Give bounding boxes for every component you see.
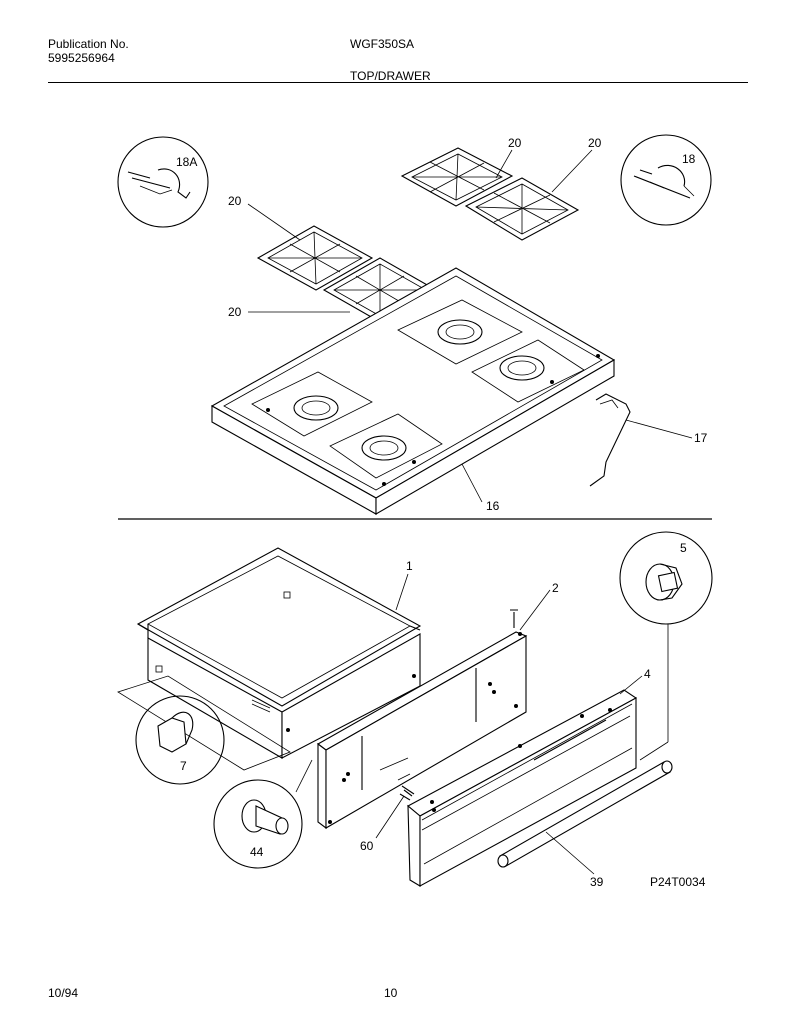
drawer-1: 1 — [136, 547, 422, 759]
drawer-runner — [117, 675, 291, 771]
slide-rail — [379, 757, 411, 781]
drawer-front-4: 4 — [407, 667, 651, 887]
callout-7: 7 — [180, 759, 187, 773]
inset-18: 18 — [620, 134, 712, 226]
callout-20-d: 20 — [228, 305, 242, 319]
inner-panel-2: 2 — [316, 581, 559, 830]
inset-18a: 18A — [117, 136, 209, 228]
model-number: WGF350SA — [350, 37, 415, 51]
inset-44: 44 — [213, 759, 313, 869]
callout-4: 4 — [644, 667, 651, 681]
callout-1: 1 — [406, 559, 413, 573]
header-rule — [48, 82, 748, 83]
callout-20-b: 20 — [588, 136, 602, 150]
callout-18: 18 — [682, 152, 696, 166]
screw-60: 60 — [360, 785, 415, 853]
callout-18a: 18A — [176, 155, 197, 169]
inset-7: 7 — [135, 695, 225, 785]
callout-44: 44 — [250, 845, 264, 859]
callout-17: 17 — [694, 431, 708, 445]
publication-number: 5995256964 — [48, 51, 115, 65]
diagram-code: P24T0034 — [650, 875, 706, 889]
grates-right: 20 20 — [400, 136, 602, 241]
handle-39: 39 — [497, 760, 673, 889]
callout-2: 2 — [552, 581, 559, 595]
inset-5: 5 — [619, 531, 713, 761]
callout-20-c: 20 — [228, 194, 242, 208]
footer-date: 10/94 — [48, 986, 79, 1000]
callout-5: 5 — [680, 541, 687, 555]
section-title: TOP/DRAWER — [350, 69, 431, 83]
rod-17: 17 — [589, 393, 708, 487]
callout-20-a: 20 — [508, 136, 522, 150]
callout-60: 60 — [360, 839, 374, 853]
footer-page-number: 10 — [384, 986, 398, 1000]
cooktop: 16 — [210, 267, 616, 515]
callout-16: 16 — [486, 499, 500, 513]
publication-label: Publication No. — [48, 37, 129, 51]
callout-39: 39 — [590, 875, 604, 889]
